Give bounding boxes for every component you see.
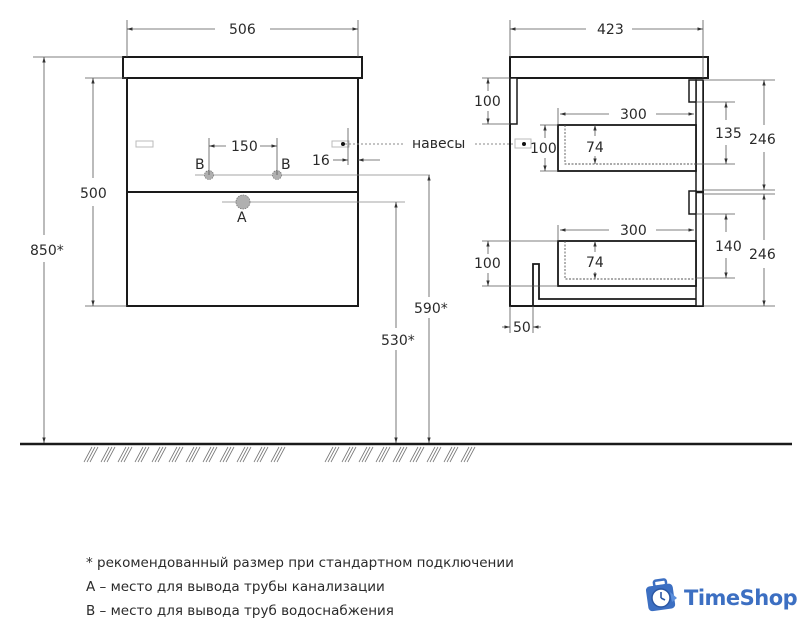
side-view: 423 100 100 300 74 135 246: [474, 20, 776, 336]
pipe-a: [235, 194, 251, 210]
dim-850: 850*: [30, 243, 64, 259]
dim-100-lower: 100: [474, 256, 501, 272]
dim-140: 140: [715, 239, 742, 255]
pipe-b-left-label: B: [195, 157, 205, 173]
hinges-label: навесы: [412, 136, 465, 152]
dim-246-upper: 246: [749, 132, 776, 148]
side-countertop: [509, 56, 709, 79]
back-top-panel: [509, 77, 518, 125]
hinge-left: [135, 140, 154, 148]
dim-530: 530*: [381, 333, 415, 349]
dim-100-hinge: 100: [530, 141, 557, 157]
dim-16: 16: [312, 153, 330, 169]
dim-150: 150: [231, 139, 258, 155]
front-view: 16 B B 150 A 506 500 850*: [30, 20, 518, 443]
dim-100-top: 100: [474, 94, 501, 110]
dim-74-upper: 74: [586, 140, 604, 156]
dim-246-lower: 246: [749, 247, 776, 263]
dim-135: 135: [715, 126, 742, 142]
dim-50: 50: [513, 320, 531, 336]
dim-590: 590*: [414, 301, 448, 317]
bottom-panel: [532, 263, 696, 306]
lower-drawer: [557, 240, 697, 287]
hinge-point: [341, 142, 345, 146]
pipe-a-label: A: [237, 210, 247, 226]
floor-line: [20, 442, 792, 463]
clock-bag-icon: [644, 578, 680, 618]
dim-300-upper: 300: [620, 107, 647, 123]
pipe-b-right-label: B: [281, 157, 291, 173]
note-recommended: * рекомендованный размер при стандартном…: [86, 555, 514, 571]
timeshop-logo: TimeShop: [644, 578, 798, 618]
note-a: A – место для вывода трубы канализации: [86, 579, 385, 595]
notes: * рекомендованный размер при стандартном…: [86, 551, 514, 623]
dim-423: 423: [597, 22, 624, 38]
note-b: B – место для вывода труб водоснабжения: [86, 603, 394, 619]
dim-500: 500: [80, 186, 107, 202]
logo-text: TimeShop: [684, 586, 798, 610]
countertop: [122, 56, 363, 79]
dim-506: 506: [229, 22, 256, 38]
dim-74-lower: 74: [586, 255, 604, 271]
dim-300-lower: 300: [620, 223, 647, 239]
upper-drawer: [557, 124, 697, 172]
